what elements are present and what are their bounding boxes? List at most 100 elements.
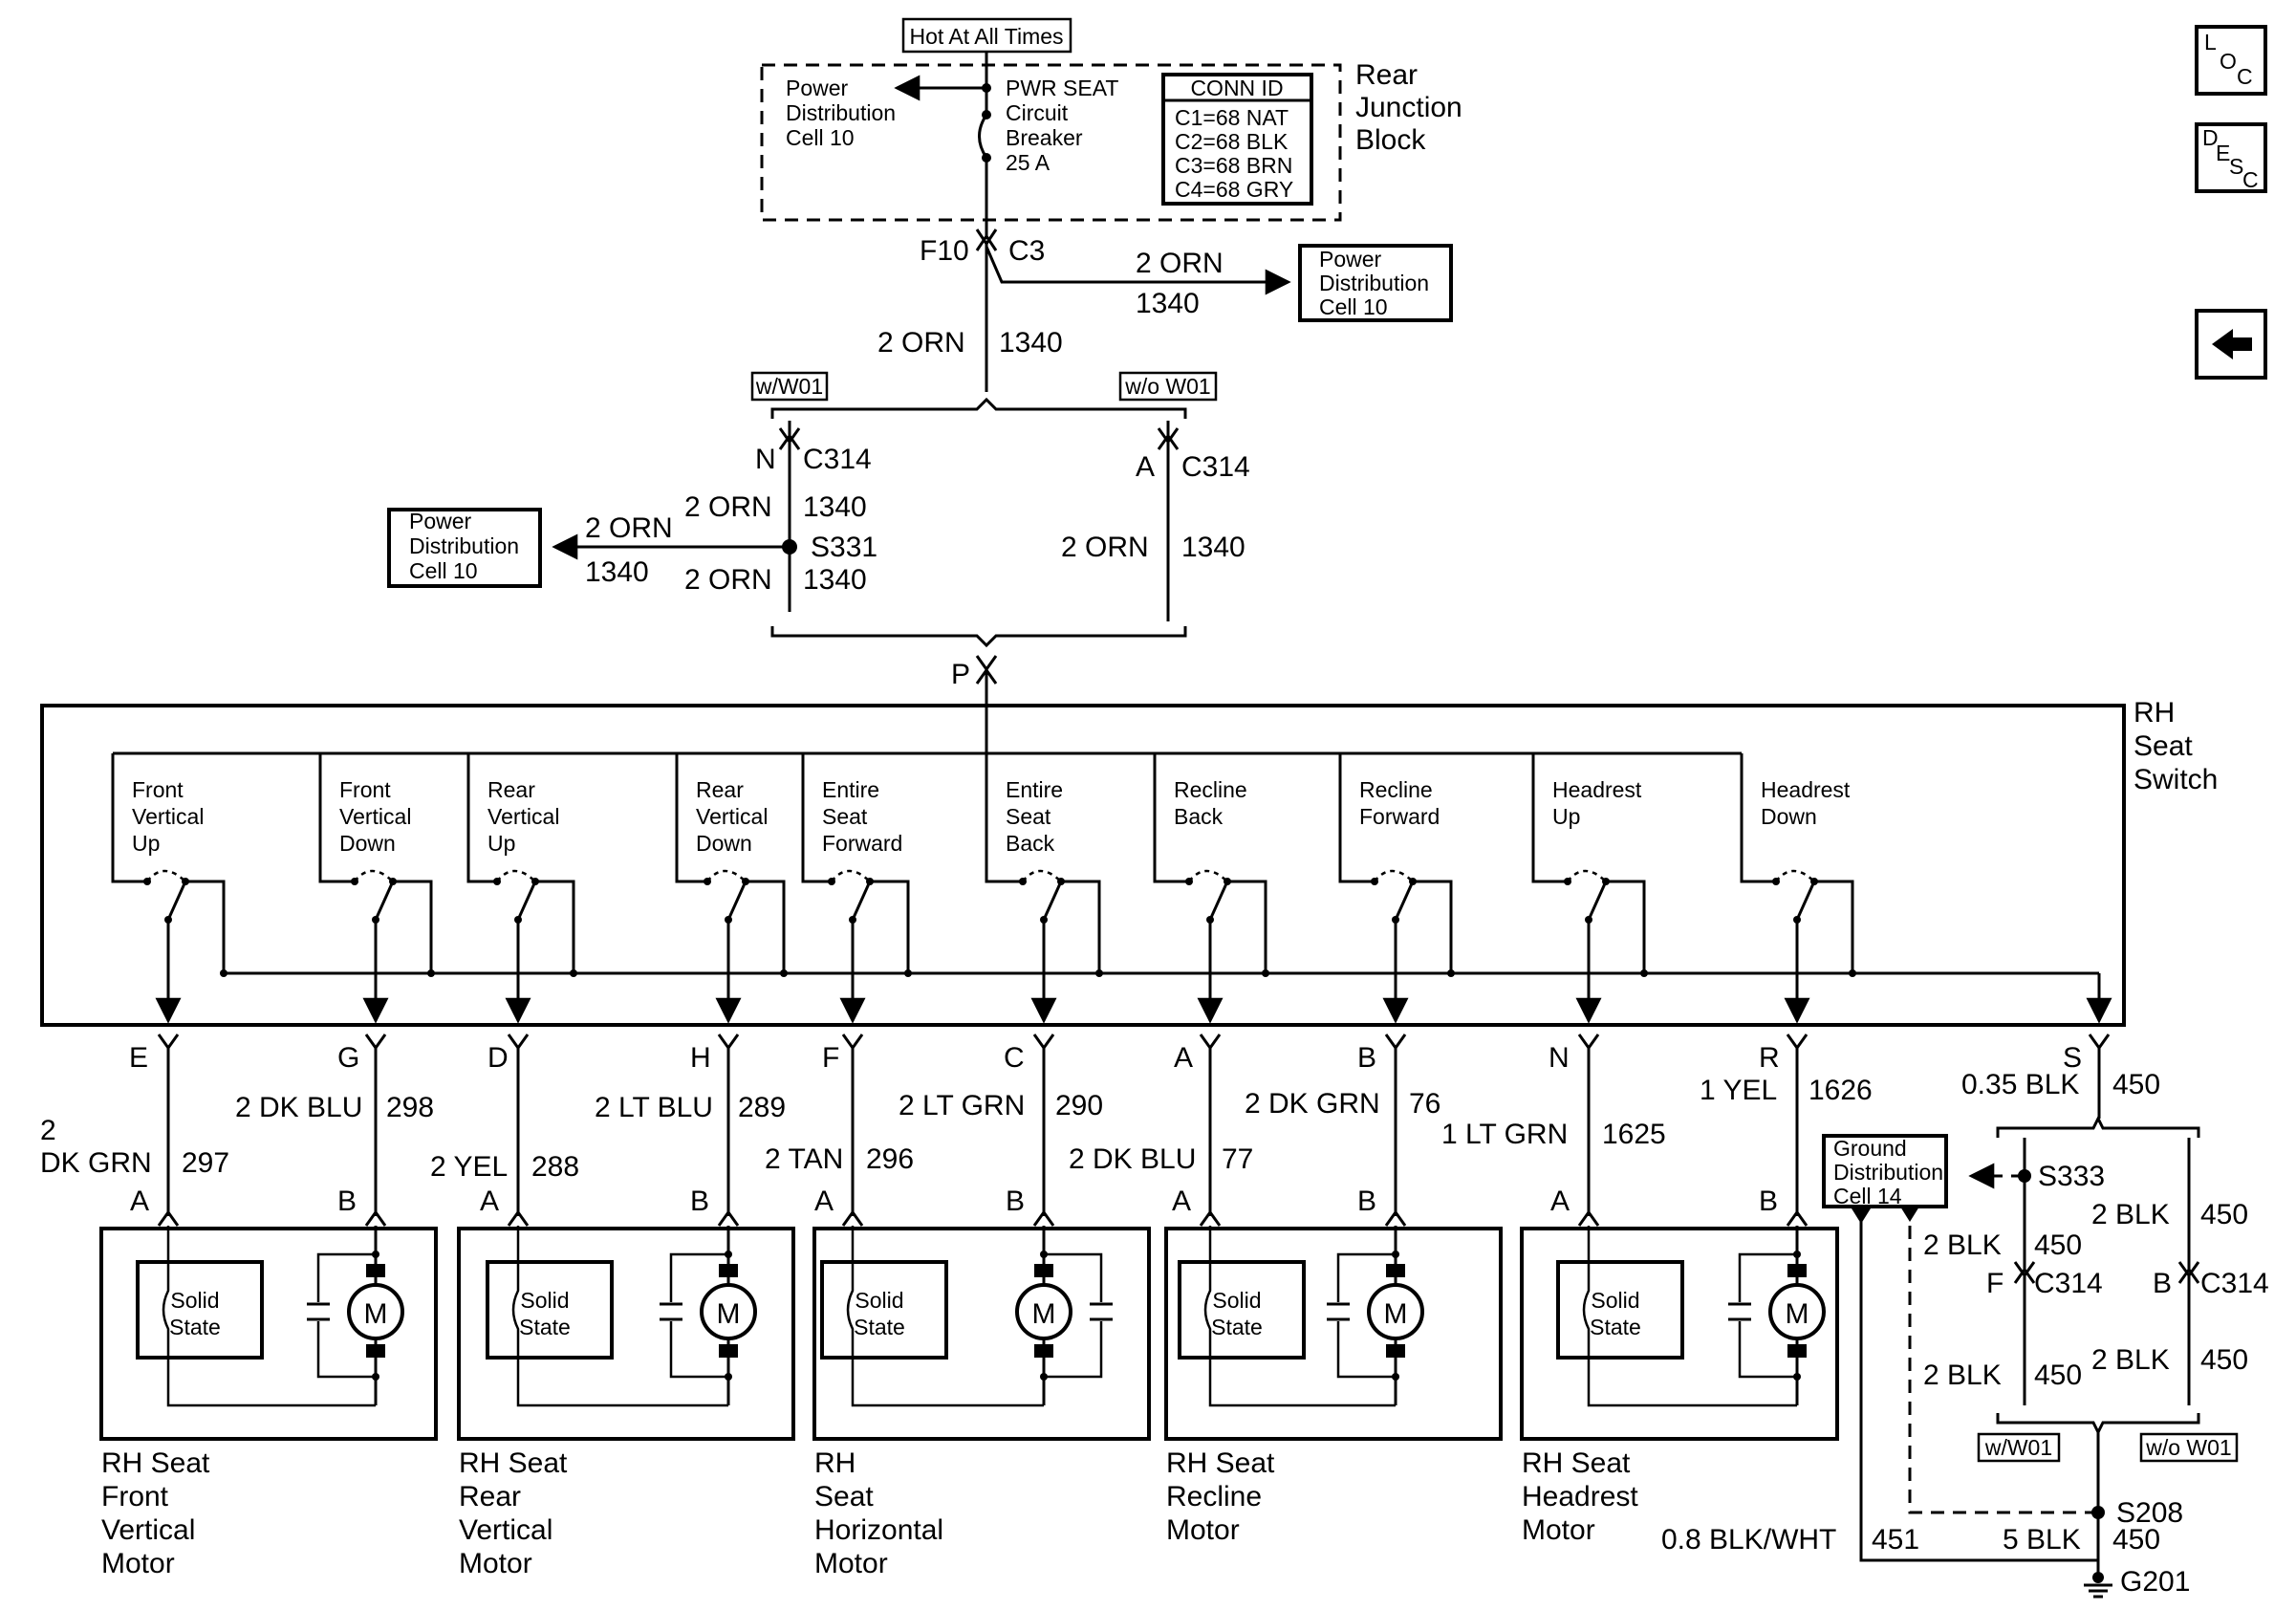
switch-label: Seat [822, 804, 868, 829]
motor-name: Motor [1166, 1514, 1240, 1546]
breaker-line-3: Breaker [1006, 125, 1083, 150]
motor-name: Front [101, 1481, 169, 1512]
motor-pin-a: A [1550, 1186, 1570, 1217]
motor-name: Seat [814, 1481, 874, 1512]
solid-state-1: Solid [520, 1288, 569, 1313]
s333-circuit-2: 450 [2034, 1360, 2082, 1391]
hot-at-all-times-label: Hot At All Times [909, 24, 1063, 49]
switch-label: Vertical [132, 804, 204, 829]
loc-c: C [2237, 64, 2253, 89]
wire-color: 2 YEL [430, 1151, 508, 1183]
motor-pin-b: B [337, 1186, 357, 1217]
s331-circuit-bottom: 1340 [803, 564, 867, 596]
branch-wire: 2 ORN [1136, 248, 1224, 279]
motor-pin-a: A [814, 1186, 834, 1217]
motor-icon [1015, 1283, 1072, 1340]
wire-color: 2 [40, 1115, 56, 1146]
s331-wire-bottom: 2 ORN [684, 564, 772, 596]
c314-b-pin: B [2153, 1268, 2172, 1299]
loc-button[interactable]: L O C [2195, 25, 2267, 96]
motor-name: RH Seat [101, 1447, 210, 1479]
switch-name-3: Switch [2134, 764, 2218, 795]
switch-label: Headrest [1761, 777, 1851, 802]
motor-name: Vertical [459, 1514, 552, 1546]
c314-right-connector: C314 [1181, 451, 1250, 483]
switch-label: Recline [1174, 777, 1247, 802]
switch-label: Headrest [1552, 777, 1642, 802]
motor-pin-a: A [130, 1186, 149, 1217]
power-dist-top-2: Distribution [786, 100, 896, 125]
wire-color: 0.35 BLK [1961, 1069, 2079, 1100]
blkwht-wire: 0.8 BLK/WHT [1661, 1524, 1836, 1556]
solid-state-2: State [1211, 1315, 1263, 1339]
motor-name: Motor [459, 1548, 532, 1579]
switch-pin: H [690, 1042, 711, 1074]
c314-left-connector: C314 [803, 444, 872, 475]
motor-name: Motor [101, 1548, 175, 1579]
s333-circuit-1: 450 [2034, 1229, 2082, 1261]
s208-label: S208 [2116, 1497, 2183, 1529]
desc-button[interactable]: D E S C [2195, 122, 2267, 193]
switch-pin: A [1174, 1042, 1193, 1074]
wire-circuit: 290 [1055, 1090, 1103, 1121]
motor-icon [1768, 1283, 1826, 1340]
junction-block-1: Rear [1355, 59, 1418, 91]
c314-lower-left: C314 [2034, 1268, 2103, 1299]
wire-circuit: 296 [866, 1143, 914, 1175]
power-dist-left-2: Distribution [409, 533, 519, 558]
switch-label: Front [132, 777, 184, 802]
power-dist-top-3: Cell 10 [786, 125, 855, 150]
switch-label: Vertical [339, 804, 411, 829]
junction-block-3: Block [1355, 124, 1426, 156]
motor-icon [1367, 1283, 1424, 1340]
switch-pin: F [822, 1042, 839, 1074]
desc-s: S [2229, 154, 2243, 179]
motor-symbol: M [1786, 1298, 1809, 1330]
back-button[interactable] [2195, 309, 2267, 380]
s331-branch-circuit: 1340 [585, 556, 649, 588]
breaker-line-2: Circuit [1006, 100, 1069, 125]
switch-label: Down [1761, 804, 1817, 829]
switch-label: Forward [1359, 804, 1440, 829]
breaker-line-4: 25 A [1006, 150, 1051, 175]
c314-left-pin: N [755, 444, 776, 475]
motor-icon [347, 1283, 404, 1340]
switch-label: Back [1006, 831, 1055, 856]
motor-name: Rear [459, 1481, 521, 1512]
switch-label: Forward [822, 831, 902, 856]
wire-circuit: 76 [1409, 1088, 1440, 1120]
switch-pin: C [1004, 1042, 1025, 1074]
switch-label: Back [1174, 804, 1224, 829]
motor-symbol: M [1032, 1298, 1056, 1330]
wire-color: 2 DK GRN [1245, 1088, 1380, 1120]
switch-label: Recline [1359, 777, 1433, 802]
s331-wire-top: 2 ORN [684, 491, 772, 523]
motor-icon [700, 1283, 757, 1340]
branch-circuit: 1340 [1136, 288, 1200, 319]
w-w01-lower: w/W01 [1984, 1435, 2052, 1460]
switch-label: Up [132, 831, 160, 856]
wire-circuit: 1625 [1602, 1119, 1666, 1150]
solid-state-2: State [1590, 1315, 1641, 1339]
wire-color: 2 LT GRN [899, 1090, 1025, 1121]
switch-label: Rear [487, 777, 535, 802]
output-wire: C 2 LT GRN 290 [899, 1033, 1103, 1216]
switch-pin: G [337, 1042, 359, 1074]
c314-upper: N C314 2 ORN 1340 S331 2 ORN 1340 2 ORN … [387, 421, 1250, 707]
switch-label: Vertical [696, 804, 768, 829]
s333-wire-1: 2 BLK [1923, 1229, 2002, 1261]
ground-dist-3: Cell 14 [1833, 1184, 1902, 1208]
